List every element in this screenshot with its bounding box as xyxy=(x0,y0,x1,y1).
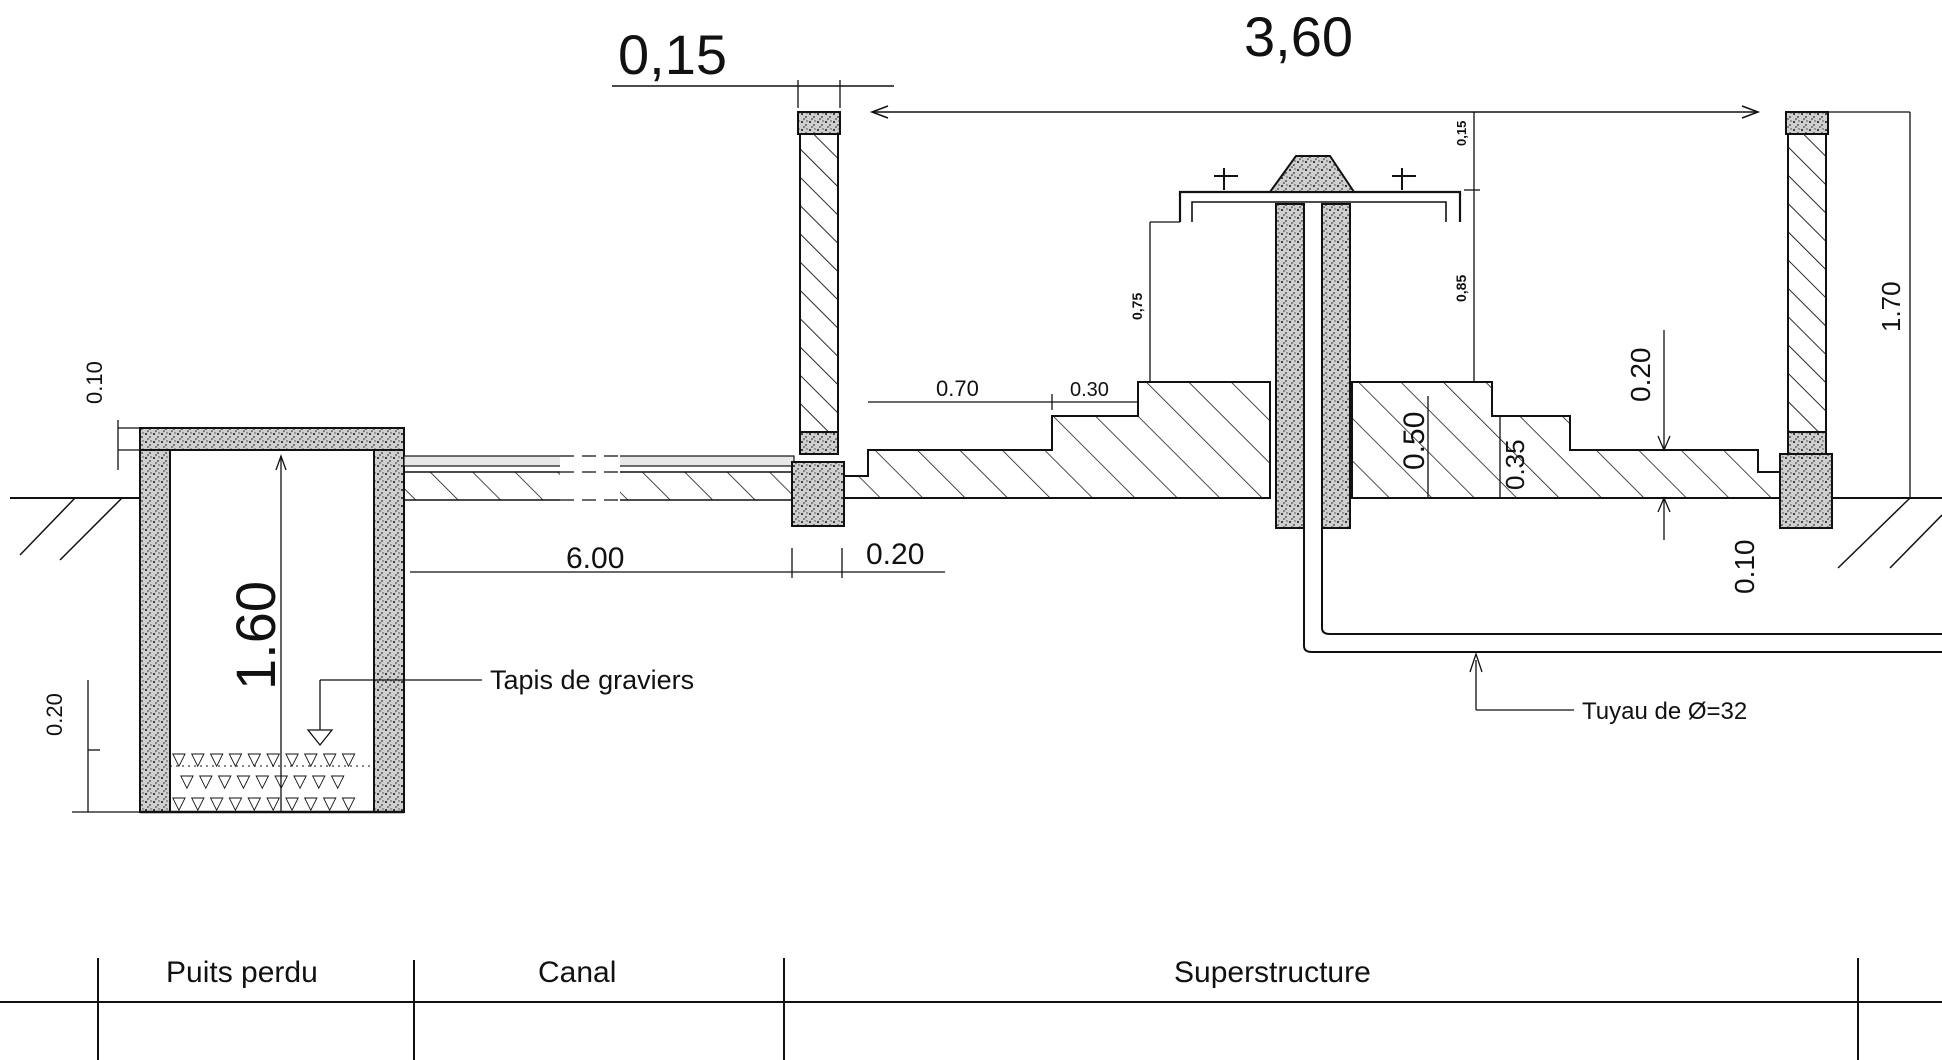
right-wall xyxy=(1779,111,1833,529)
step-030-label: 0.30 xyxy=(1070,379,1109,401)
canal-length-dimension: 6.00 xyxy=(410,542,793,578)
gravel-bed: ▽ ▽ ▽ ▽ ▽ ▽ ▽ ▽ ▽ ▽ ▽ ▽ ▽ ▽ ▽ ▽ ▽ ▽ ▽ ▽ … xyxy=(170,749,374,813)
step-070-label: 0.70 xyxy=(936,376,979,401)
riser-085-dimension: 0,15 0,85 xyxy=(1453,112,1480,382)
table-header-puits-perdu: Puits perdu xyxy=(166,956,318,989)
wall-base-dimension: 0.20 xyxy=(792,538,945,578)
slope-dimensions: 0.50 0.35 xyxy=(1398,396,1530,498)
total-height-label: 1.70 xyxy=(1876,281,1906,332)
right-020-dimension: 0.20 xyxy=(1625,330,1671,452)
right-020-label: 0.20 xyxy=(1625,348,1656,403)
right-010-dimension: 0.10 xyxy=(1654,496,1760,595)
top-span-dimension: 3,60 xyxy=(869,5,1761,119)
drain-pipe xyxy=(1303,528,1942,653)
total-height-dimension: 1.70 xyxy=(1828,111,1911,498)
top-015-label: 0,15 xyxy=(1454,121,1469,146)
section-table: Puits perdu Canal Superstructure xyxy=(0,956,1942,1060)
pipe-callout: Tuyau de Ø=32 xyxy=(1469,651,1747,725)
riser-075-dimension: 0,75 xyxy=(1129,221,1180,382)
ground-right xyxy=(1825,497,1942,569)
pedestal xyxy=(1275,203,1351,529)
svg-text:▽ ▽ ▽ ▽ ▽ ▽ ▽ ▽ ▽ ▽: ▽ ▽ ▽ ▽ ▽ ▽ ▽ ▽ ▽ ▽ xyxy=(172,749,356,769)
slope-035-label: 0.35 xyxy=(1500,439,1530,490)
pipe-label: Tuyau de Ø=32 xyxy=(1582,698,1747,725)
well-depth-dimension: 1.60 xyxy=(224,454,287,812)
gravel-depth-label: 0.20 xyxy=(42,693,67,736)
wall-base-label: 0.20 xyxy=(866,538,924,571)
table-header-superstructure: Superstructure xyxy=(1174,956,1371,989)
well-depth-label: 1.60 xyxy=(224,581,287,690)
right-010-label: 0.10 xyxy=(1729,540,1760,595)
top-span-label: 3,60 xyxy=(1244,5,1353,68)
gravel-callout: Tapis de graviers xyxy=(306,665,694,747)
canal-length-label: 6.00 xyxy=(566,542,624,575)
soakaway-well: ▽ ▽ ▽ ▽ ▽ ▽ ▽ ▽ ▽ ▽ ▽ ▽ ▽ ▽ ▽ ▽ ▽ ▽ ▽ ▽ … xyxy=(139,427,405,814)
step-dimensions: 0.70 0.30 xyxy=(868,376,1138,410)
table-header-canal: Canal xyxy=(538,956,616,989)
canal xyxy=(403,450,795,504)
ground-left xyxy=(10,497,140,561)
cover-dimension: 0.10 xyxy=(82,361,140,470)
svg-text:▽ ▽ ▽ ▽ ▽ ▽ ▽ ▽ ▽ ▽: ▽ ▽ ▽ ▽ ▽ ▽ ▽ ▽ ▽ ▽ xyxy=(172,793,356,813)
slope-050-label: 0.50 xyxy=(1398,412,1431,470)
gravel-bed-label: Tapis de graviers xyxy=(490,665,694,695)
top-wall-thickness-dimension: 0,15 xyxy=(612,23,894,108)
top-wall-thickness-label: 0,15 xyxy=(618,23,727,86)
riser-075-label: 0,75 xyxy=(1129,293,1145,320)
cover-label: 0.10 xyxy=(82,361,107,404)
left-wall xyxy=(791,111,845,527)
gravel-dimension: 0.20 xyxy=(42,680,140,813)
svg-text:▽ ▽ ▽ ▽ ▽ ▽ ▽ ▽ ▽: ▽ ▽ ▽ ▽ ▽ ▽ ▽ ▽ ▽ xyxy=(180,771,345,791)
riser-085-label: 0,85 xyxy=(1453,275,1469,302)
stepped-slab xyxy=(843,381,1781,499)
seat-cover xyxy=(1178,155,1462,222)
